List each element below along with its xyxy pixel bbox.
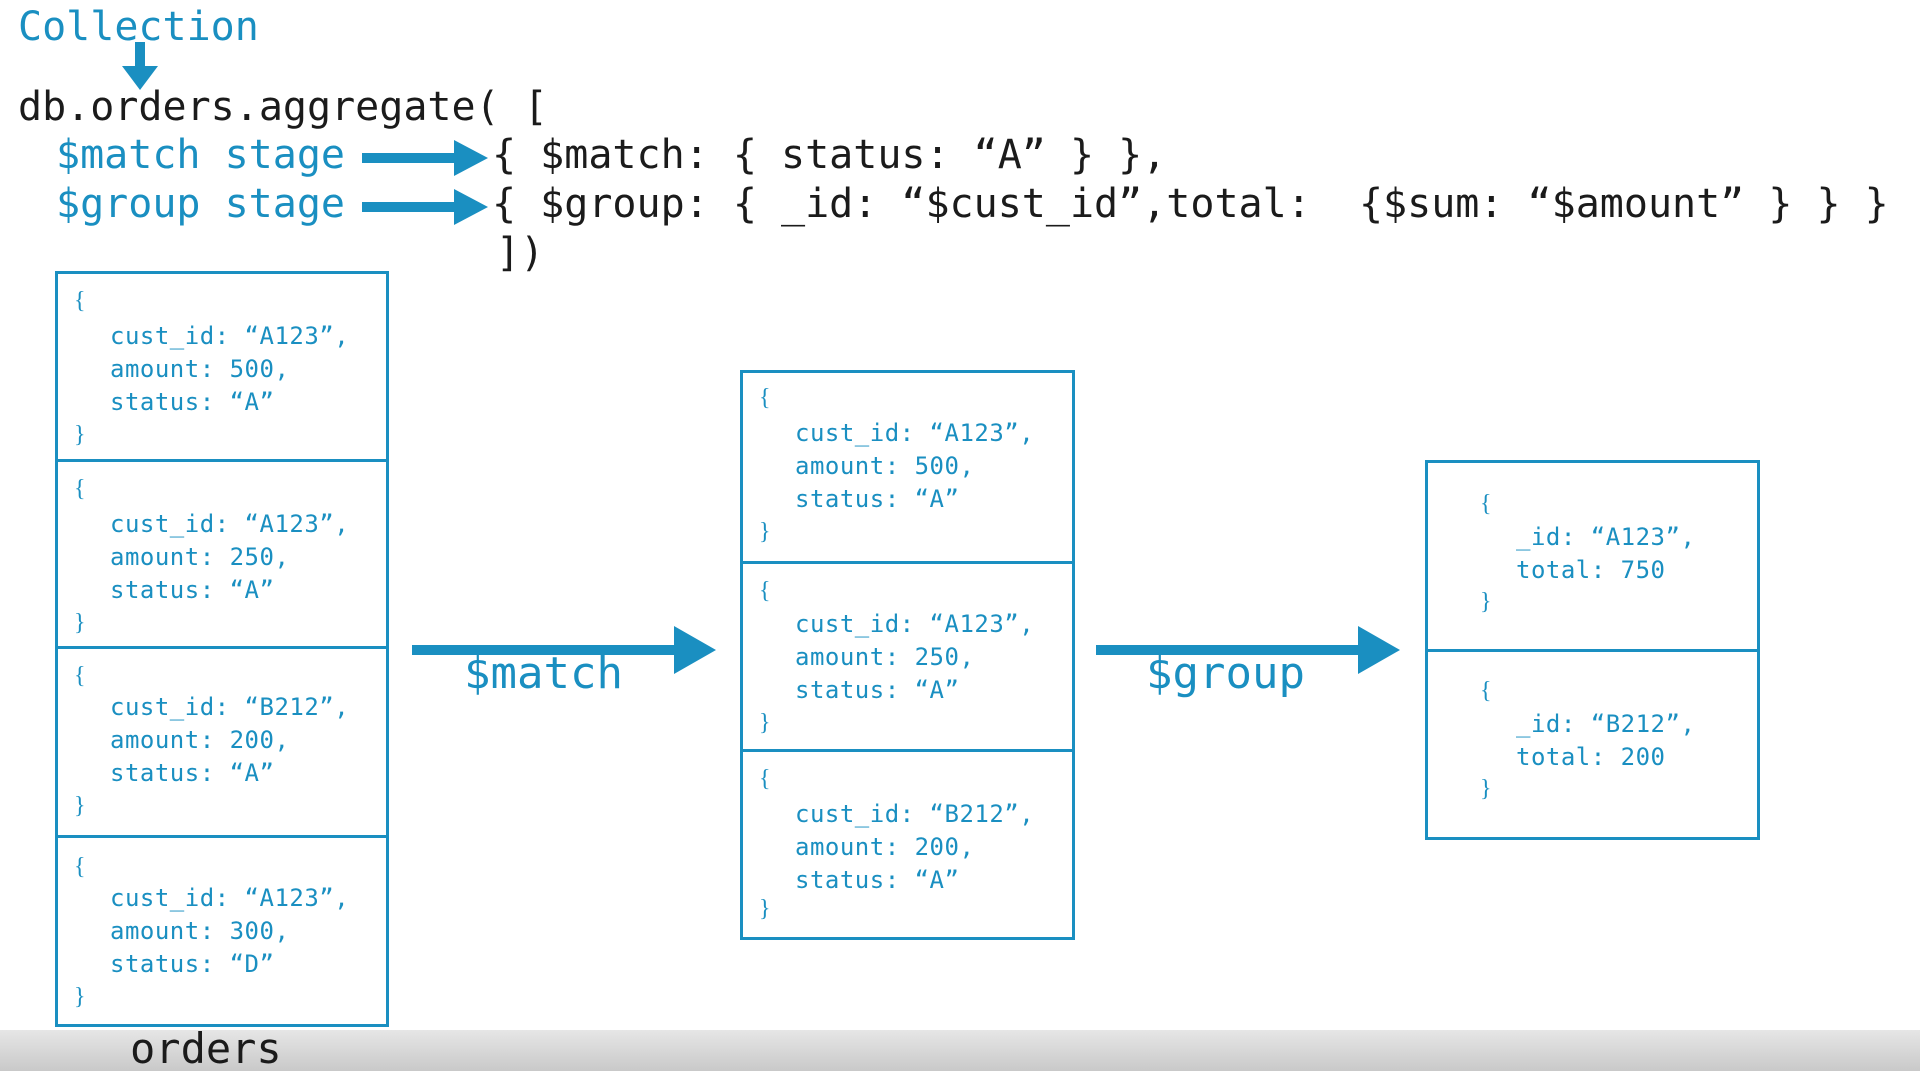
- grouped-documents: { _id: “A123”, total: 750 } { _id: “B212…: [1425, 460, 1760, 840]
- match-stage-arrow-icon: [362, 140, 488, 176]
- order-document: { cust_id: “A123”, amount: 300, status: …: [74, 854, 350, 1010]
- grouped-document: { _id: “B212”, total: 200 }: [1480, 678, 1696, 802]
- match-flow-label: $match: [464, 648, 623, 699]
- group-flow-arrow-icon: [1096, 626, 1400, 674]
- orders-collection: { cust_id: “A123”, amount: 500, status: …: [55, 271, 389, 1027]
- bottom-bar: [0, 1030, 1920, 1071]
- group-flow-label: $group: [1146, 648, 1305, 699]
- group-stage-code: { $group: { _id: “$cust_id”,total: {$sum…: [492, 181, 1889, 227]
- grouped-document: { _id: “A123”, total: 750 }: [1428, 463, 1757, 652]
- order-document: { cust_id: “B212”, amount: 200, status: …: [58, 649, 386, 838]
- match-stage-label: $match stage: [56, 132, 345, 178]
- order-document: { cust_id: “A123”, amount: 250, status: …: [58, 462, 386, 649]
- aggregate-close: ]): [496, 230, 545, 276]
- matched-document: { cust_id: “B212”, amount: 200, status: …: [759, 766, 1035, 922]
- aggregate-call: db.orders.aggregate( [: [18, 84, 548, 130]
- collection-down-arrow-icon: [122, 42, 158, 90]
- order-document: { cust_id: “A123”, amount: 500, status: …: [58, 274, 386, 462]
- group-stage-label: $group stage: [56, 181, 345, 227]
- group-stage-arrow-icon: [362, 189, 488, 225]
- match-stage-code: { $match: { status: “A” } },: [492, 132, 1167, 178]
- match-flow-arrow-icon: [412, 626, 716, 674]
- orders-collection-label: orders: [130, 1024, 282, 1073]
- matched-document: { cust_id: “A123”, amount: 250, status: …: [743, 564, 1072, 752]
- matched-documents: { cust_id: “A123”, amount: 500, status: …: [740, 370, 1075, 940]
- matched-document: { cust_id: “A123”, amount: 500, status: …: [743, 373, 1072, 564]
